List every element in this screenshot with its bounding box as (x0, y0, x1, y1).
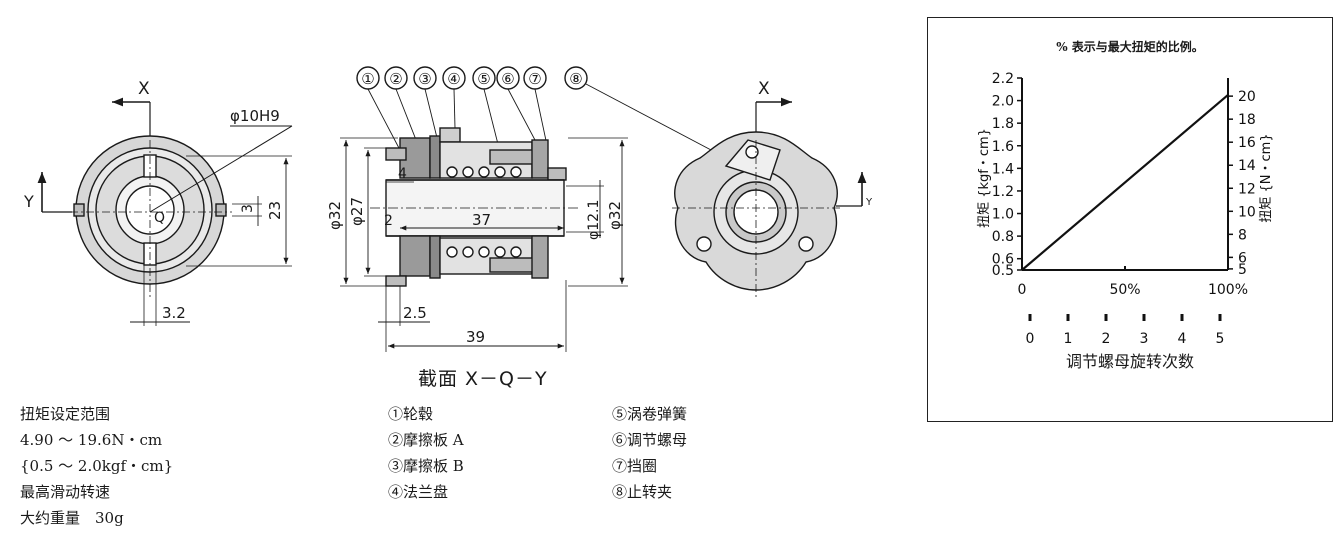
part-item: ②摩擦板 A (388, 431, 464, 449)
dim-23-label: 23 (266, 201, 284, 220)
y-left-tick-label: 1.6 (992, 139, 1014, 155)
y-right-tick-label: 16 (1238, 135, 1256, 151)
y-right-tick-label: 6 (1238, 250, 1247, 266)
spec-block: 扭矩设定范围 4.90 ～ 19.6N・cm {0.5 ～ 2.0kgf・cm}… (20, 401, 173, 531)
dim-37-label: 37 (472, 211, 491, 229)
turn-tick-label: 4 (1178, 331, 1187, 347)
chart-plot: 0.50.60.81.01.21.41.61.82.02.25681012141… (977, 71, 1274, 347)
part-item: ⑤涡卷弹簧 (612, 405, 688, 423)
turn-tick (1142, 314, 1146, 321)
rear-view (672, 97, 867, 300)
callout-5: ⑤ (477, 70, 490, 88)
callout-8: ⑧ (569, 70, 582, 88)
part-item: ⑦挡圈 (612, 457, 658, 475)
dim-2-5-label: 2.5 (403, 304, 427, 322)
y-left-tick-label: 2.2 (992, 71, 1014, 87)
callout-1: ① (361, 70, 374, 88)
part-item: ④法兰盘 (388, 483, 449, 501)
turn-tick-label: 3 (1140, 331, 1149, 347)
dim-2-label: 2 (384, 213, 393, 229)
callout-3: ③ (418, 70, 431, 88)
y-axis-label-right: Y (865, 197, 873, 208)
dim-39-label: 39 (466, 328, 485, 346)
spec-line: {0.5 ～ 2.0kgf・cm} (20, 457, 174, 475)
part-item: ⑧止转夹 (612, 483, 673, 501)
y-left-tick-label: 1.8 (992, 116, 1014, 132)
part-item: ⑥调节螺母 (612, 431, 688, 449)
chart-title: % 表示与最大扭矩的比例。 (1056, 40, 1204, 54)
callout-numbers: ① ② ③ ④ ⑤ ⑥ ⑦ ⑧ (361, 70, 582, 88)
callout-7: ⑦ (528, 70, 541, 88)
turn-tick-label: 2 (1102, 331, 1111, 347)
y-right-tick-label: 8 (1238, 227, 1247, 243)
y-left-tick-label: 2.0 (992, 94, 1014, 110)
parts-list-right: ⑤涡卷弹簧 ⑥调节螺母 ⑦挡圈 ⑧止转夹 (612, 401, 687, 505)
spec-line: 4.90 ～ 19.6N・cm (20, 431, 163, 449)
callout-6: ⑥ (501, 70, 514, 88)
y-left-tick-label: 1.2 (992, 184, 1014, 200)
turn-tick-label: 1 (1064, 331, 1073, 347)
y-axis-label-left: Y (23, 192, 34, 211)
y-right-tick-label: 18 (1238, 112, 1256, 128)
dimension-labels: X Y φ10H9 Q 3 23 3.2 φ32 φ27 4 2 37 φ12.… (23, 70, 873, 346)
turn-tick (1066, 314, 1070, 321)
bore-diameter-label: φ10H9 (230, 107, 280, 125)
dim-phi32-left-label: φ32 (326, 201, 344, 230)
y-left-axis-title: 扭矩 {kgf・cm} (977, 128, 992, 228)
turn-tick (1218, 314, 1222, 321)
y-right-tick-label: 20 (1238, 89, 1256, 105)
part-item: ③摩擦板 B (388, 457, 464, 475)
y-left-tick-label: 0.8 (992, 229, 1014, 245)
callout-4: ④ (447, 70, 460, 88)
y-right-tick-label: 12 (1238, 181, 1256, 197)
y-right-tick-label: 5 (1238, 262, 1247, 278)
y-left-tick-label: 1.4 (992, 161, 1014, 177)
dim-phi27-label: φ27 (348, 197, 366, 226)
dim-4-label: 4 (398, 166, 407, 182)
x-percent-tick-label: 50% (1109, 282, 1140, 298)
section-label: 截面 X－Q－Y (418, 368, 548, 390)
y-right-tick-label: 14 (1238, 158, 1256, 174)
turn-tick (1180, 314, 1184, 321)
x-axis-label: 调节螺母旋转次数 (1065, 352, 1194, 371)
x-axis-label-right: X (758, 79, 770, 99)
torque-line (1021, 94, 1229, 271)
y-left-tick-label: 0.6 (992, 252, 1014, 268)
turn-tick-label: 5 (1216, 331, 1225, 347)
dim-phi12-1-label: φ12.1 (586, 200, 602, 240)
turn-tick (1104, 314, 1108, 321)
q-point-label: Q (154, 210, 165, 226)
y-left-tick-label: 0.5 (992, 263, 1014, 279)
front-view (37, 97, 293, 326)
x-percent-tick-label: 100% (1208, 282, 1248, 298)
turn-tick (1028, 314, 1032, 321)
spec-line: 最高滑动转速 (20, 483, 111, 501)
dim-3-label: 3 (240, 204, 256, 213)
dim-phi32-right-label: φ32 (606, 201, 624, 230)
callout-2: ② (389, 70, 402, 88)
dim-3-2-label: 3.2 (162, 304, 186, 322)
x-percent-tick-label: 0 (1018, 282, 1027, 298)
turn-tick-label: 0 (1026, 331, 1035, 347)
y-left-tick-label: 1.0 (992, 207, 1014, 223)
part-item: ①轮毂 (388, 405, 434, 423)
section-view (340, 66, 731, 352)
y-right-tick-label: 10 (1238, 204, 1256, 220)
x-axis-label-left: X (138, 79, 150, 99)
spec-line: 大约重量 30g (20, 509, 124, 527)
y-right-axis-title: 扭矩 {N・cm} (1259, 133, 1274, 222)
spec-line: 扭矩设定范围 (20, 405, 111, 423)
parts-list-left: ①轮毂 ②摩擦板 A ③摩擦板 B ④法兰盘 (388, 401, 464, 505)
